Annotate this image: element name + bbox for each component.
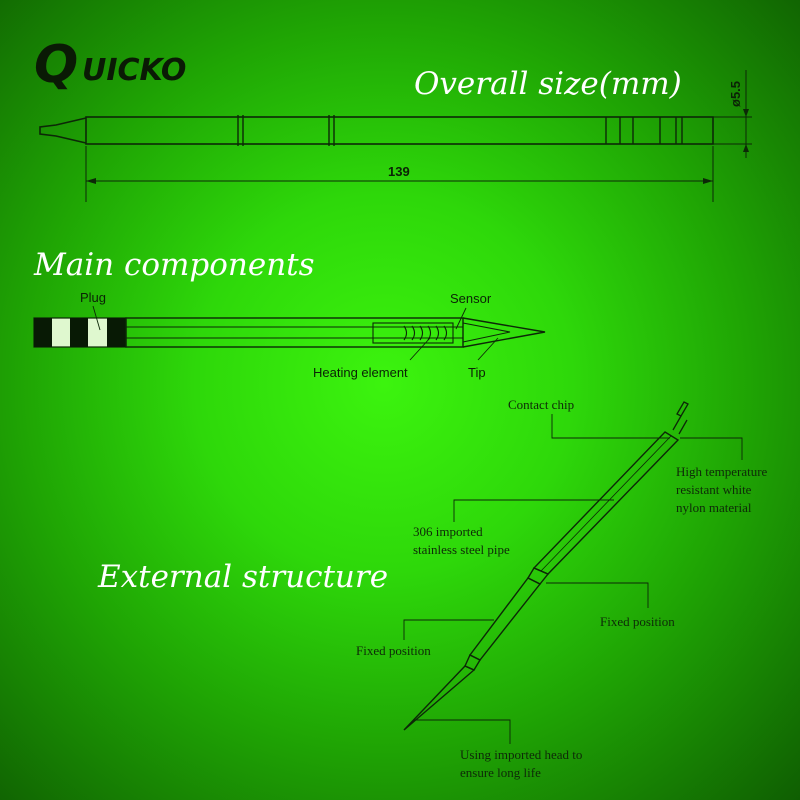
length-arrow-right <box>703 178 713 184</box>
diag-ring-mid <box>527 567 550 585</box>
brand-logo: Q UICKO <box>34 35 186 95</box>
external-structure-drawing: Contact chip High temperature resistant … <box>356 397 768 780</box>
leader-nylon <box>680 437 743 460</box>
leader-fixed-right <box>546 582 649 608</box>
callout-pipe-2: stainless steel pipe <box>413 542 510 557</box>
diag-pipe-highlight <box>540 435 672 572</box>
logo-initial: Q <box>34 35 78 95</box>
section-title-overall-size: Overall size(mm) <box>414 66 682 102</box>
diagonal-tip <box>403 401 689 731</box>
label-heating-element: Heating element <box>313 365 408 380</box>
callout-nylon-3: nylon material <box>676 500 752 515</box>
diag-cap <box>676 401 689 417</box>
callout-fixed-left: Fixed position <box>356 643 431 658</box>
label-sensor: Sensor <box>450 291 492 306</box>
diameter-arrow-bottom <box>743 144 749 152</box>
diameter-arrow-top <box>743 109 749 117</box>
label-tip: Tip <box>468 365 486 380</box>
callout-pipe-1: 306 imported <box>413 524 483 539</box>
callout-contact-chip: Contact chip <box>508 397 574 412</box>
component-tip <box>462 317 546 348</box>
plug-band-1 <box>34 318 52 347</box>
component-tip-inner <box>462 322 511 343</box>
callout-head-1: Using imported head to <box>460 747 582 762</box>
leader-fixed-left <box>403 619 494 640</box>
label-plug: Plug <box>80 290 106 305</box>
heating-coil <box>403 325 448 341</box>
leader-head <box>414 719 511 744</box>
leader-sensor <box>455 307 467 330</box>
length-label: 139 <box>388 164 410 179</box>
leader-plug <box>92 305 101 331</box>
overall-shaft-outline <box>85 116 714 145</box>
main-components-drawing: Plug Sensor Heating element Tip <box>33 290 546 380</box>
callout-fixed-right: Fixed position <box>600 614 675 629</box>
diag-point <box>403 665 476 731</box>
diag-pipe-lower <box>468 577 542 661</box>
diameter-label: ø5.5 <box>728 81 743 107</box>
plug-band-3 <box>107 318 126 347</box>
callout-head-2: ensure long life <box>460 765 541 780</box>
leader-tip <box>477 337 499 361</box>
leader-heating <box>409 337 431 361</box>
callout-nylon-2: resistant white <box>676 482 752 497</box>
diag-connector <box>672 415 688 435</box>
overall-tip-outline <box>39 117 87 144</box>
leader-pipe <box>453 499 614 522</box>
leader-contact-chip <box>551 414 670 439</box>
logo-text: UICKO <box>82 53 186 88</box>
section-title-main-components: Main components <box>33 247 315 283</box>
plug-band-2 <box>70 318 88 347</box>
section-title-external-structure: External structure <box>97 559 388 595</box>
length-arrow-left <box>86 178 96 184</box>
component-tube <box>125 317 464 348</box>
heater-housing <box>372 322 454 344</box>
callout-nylon-1: High temperature <box>676 464 768 479</box>
overall-size-drawing: 139 ø5.5 <box>39 70 752 202</box>
